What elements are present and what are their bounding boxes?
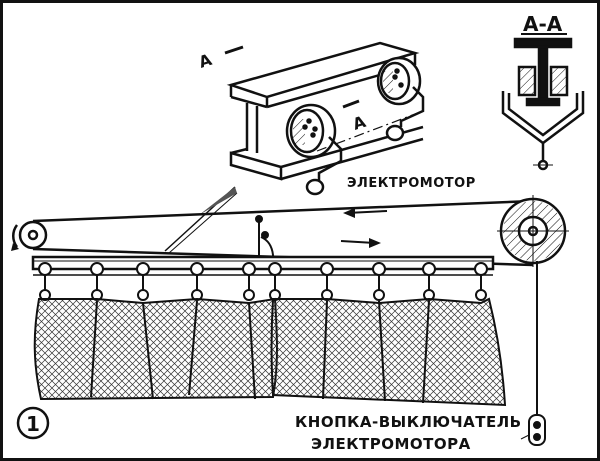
roller-front	[285, 103, 343, 196]
switch-label-line2: ЭЛЕКТРОМОТОРА	[311, 435, 471, 453]
cut-mark-label-bottom: А	[350, 112, 368, 134]
ring	[372, 262, 386, 301]
ring	[268, 262, 282, 301]
ring	[190, 262, 204, 301]
section-view	[501, 37, 585, 171]
curtain-rings	[38, 262, 488, 301]
figure-number: 1	[26, 412, 40, 436]
switch-cord	[520, 261, 546, 446]
switch-label-line1: КНОПКА-ВЫКЛЮЧАТЕЛЬ	[295, 413, 522, 431]
cut-mark-label-top: А	[196, 50, 214, 72]
ring	[474, 262, 488, 301]
belt-clamps	[255, 215, 275, 266]
ring	[242, 262, 256, 301]
ring	[38, 262, 52, 301]
section-title: А-А	[523, 12, 563, 36]
drive-belt	[32, 199, 534, 267]
idler-pulley	[11, 220, 48, 251]
motor-label: ЭЛЕКТРОМОТОР	[347, 176, 476, 191]
ring	[90, 262, 104, 301]
ring	[422, 262, 436, 301]
roller-back	[376, 56, 425, 142]
section-cut-marks	[224, 45, 424, 152]
ring	[136, 262, 150, 301]
ring	[320, 262, 334, 301]
motor-pulley	[497, 195, 569, 267]
direction-arrows	[340, 208, 388, 248]
detail-leader	[164, 186, 238, 254]
figure-number-badge: 1	[16, 406, 50, 440]
curtain-fabric	[33, 297, 507, 407]
